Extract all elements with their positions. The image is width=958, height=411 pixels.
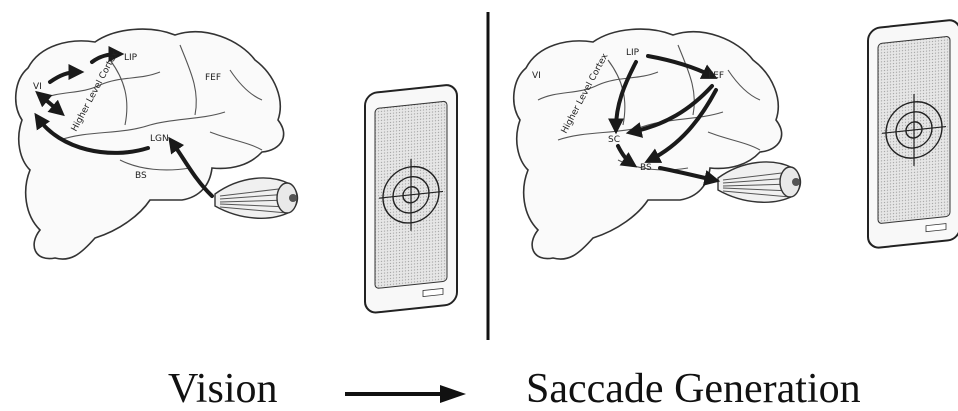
saccade-caption: Saccade Generation bbox=[526, 366, 861, 411]
saccade-brain-outline bbox=[514, 29, 782, 259]
vision-caption: Vision bbox=[168, 366, 278, 411]
saccade-label-sc: SC bbox=[608, 135, 620, 145]
vision-label-lgn: LGN bbox=[150, 134, 169, 144]
flow-arrow bbox=[345, 385, 466, 403]
vision-label-v1: VI bbox=[33, 82, 42, 92]
vision-label-bs: BS bbox=[135, 171, 147, 181]
vision-label-fef: FEF bbox=[205, 73, 221, 83]
vision-eye bbox=[215, 178, 298, 218]
vision-panel: VI LIP FEF LGN BS Higher Level Cortex Vi… bbox=[16, 29, 457, 411]
saccade-screen bbox=[868, 19, 958, 249]
vision-screen bbox=[365, 84, 457, 314]
saccade-label-bs: BS bbox=[640, 163, 652, 173]
vision-label-lip: LIP bbox=[124, 53, 138, 63]
saccade-label-lip: LIP bbox=[626, 48, 640, 58]
saccade-panel: VI LIP FEF SC BS Higher Level Cortex Sac… bbox=[514, 19, 958, 411]
saccade-label-fef: FEF bbox=[708, 71, 724, 81]
saccade-label-v1: VI bbox=[532, 71, 541, 81]
vision-brain-outline bbox=[16, 29, 284, 259]
